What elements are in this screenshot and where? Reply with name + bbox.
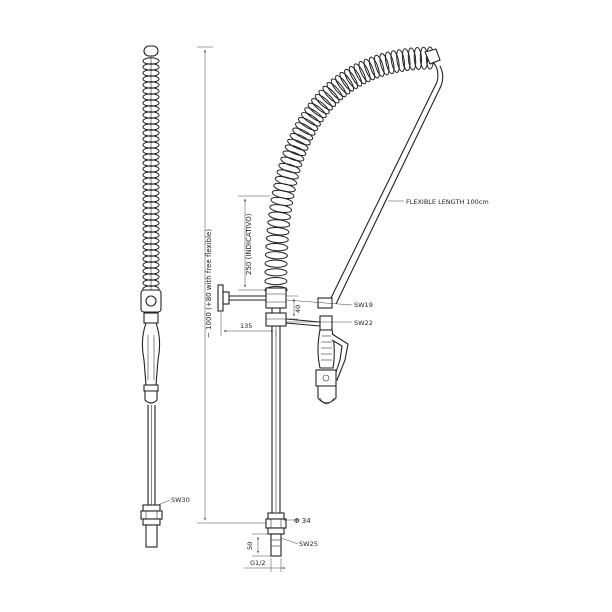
label-diameter: Φ 34: [294, 517, 311, 525]
front-view: [217, 46, 444, 557]
label-flexible-length: FLEXIBLE LENGTH 100cm: [406, 198, 489, 206]
side-joint-pivot: [145, 295, 157, 307]
label-135: 135: [240, 322, 252, 330]
side-spring-coil: [142, 57, 160, 293]
side-joint-block: [140, 289, 162, 313]
wall-bracket: [217, 284, 224, 312]
front-dimensions: 250 (INDICATIVO) 135 40 SW19 SW22 FLEXIB…: [220, 195, 489, 572]
label-sw19: SW19: [354, 301, 373, 309]
front-thread-stub: [270, 533, 282, 557]
side-lower-collar: [143, 312, 159, 324]
side-thread-stub: [145, 524, 158, 548]
spring-top-cap: [424, 48, 441, 65]
arm-tube: [329, 61, 439, 301]
front-spring-coil: [264, 46, 435, 295]
side-spray-nozzle: [144, 390, 158, 404]
side-view: SW30: [140, 45, 190, 548]
sw19-block: [265, 287, 287, 309]
side-spray-gun: [141, 322, 161, 386]
front-base-nut: [267, 512, 285, 520]
label-sw30: SW30: [171, 496, 190, 504]
side-top-cap: [143, 45, 159, 57]
label-indicated: 250 (INDICATIVO): [245, 213, 253, 275]
side-base-nut: [142, 504, 161, 512]
label-total-height: ~ 1000 (+80 with free flexible): [205, 229, 213, 338]
label-thread: G1/2: [250, 559, 266, 567]
label-sw22: SW22: [354, 319, 373, 327]
side-gun-ring: [143, 384, 159, 392]
gun-valve-body: [315, 369, 337, 387]
sw22-block: [265, 312, 287, 327]
gun-hose: [285, 318, 321, 323]
overall-height-dimension: ~ 1000 (+80 with free flexible): [197, 46, 268, 524]
label-40: 40: [294, 305, 302, 313]
front-spray-nozzle: [317, 385, 337, 404]
label-50: 50: [246, 542, 254, 550]
label-sw25: SW25: [299, 540, 318, 548]
